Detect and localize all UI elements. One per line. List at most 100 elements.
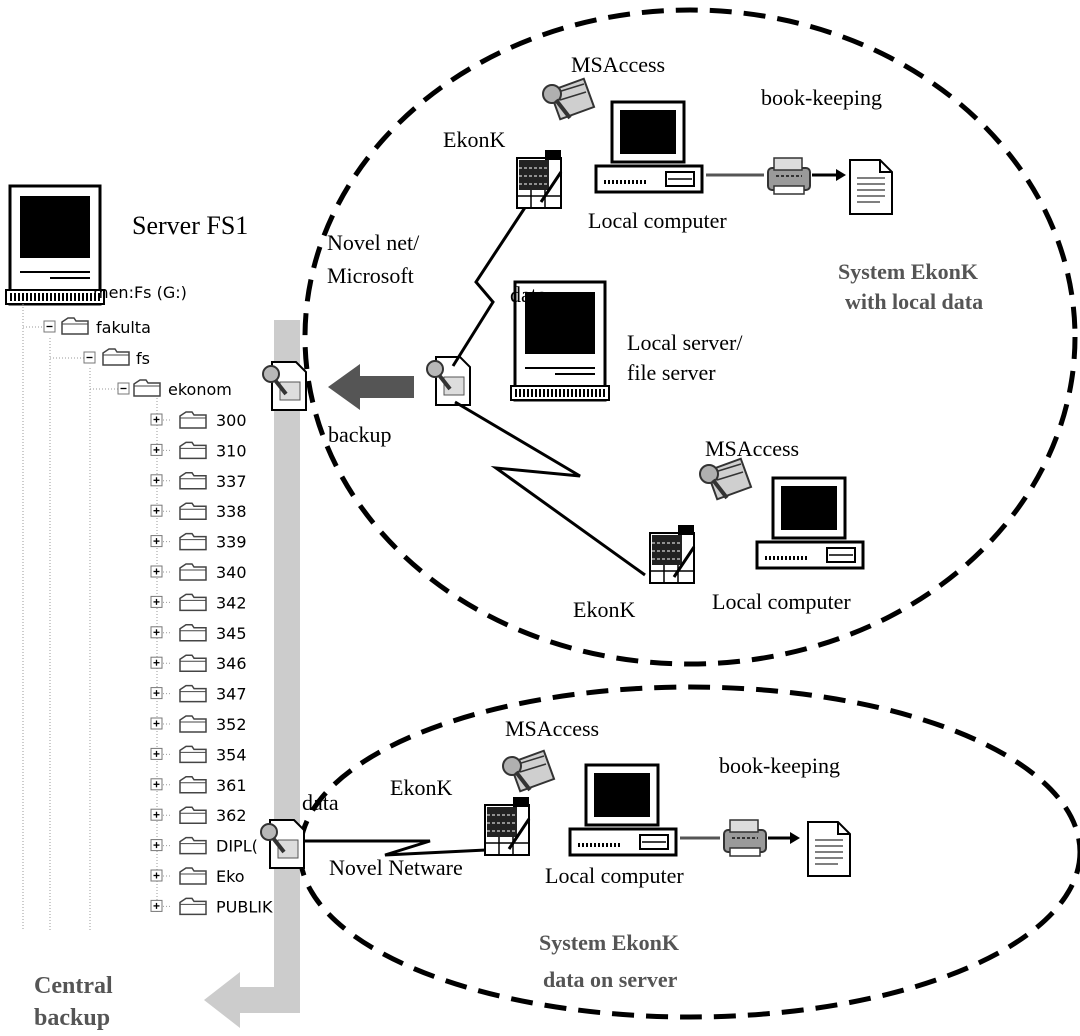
folder-label[interactable]: 354 [216,745,247,764]
folder-icon [179,563,207,581]
msaccess-mid-label: MSAccess [705,436,799,461]
server-data-file-icon [259,818,306,870]
folder-row[interactable]: 347 [150,684,247,704]
folder-row[interactable]: 361 [150,776,247,795]
folder-icon [61,317,89,335]
folder-label[interactable]: 339 [216,533,247,552]
expand-button[interactable] [150,656,163,669]
server-fs1-icon [6,186,104,304]
system-local-boundary [302,7,1078,667]
folder-icon [179,836,207,855]
folder-label[interactable]: 362 [216,806,247,825]
bookkeeping-top-label: book-keeping [761,85,882,110]
ekonk-top-icon [515,148,563,210]
folder-row[interactable]: 310 [150,441,247,460]
printer-top-icon [767,157,811,195]
folder-row[interactable]: 352 [150,715,247,734]
local-computer-mid-label: Local computer [712,589,851,614]
folder-row[interactable]: 342 [150,593,247,612]
expand-button[interactable] [150,413,163,426]
folder-row[interactable]: DIPL( [150,836,258,856]
expand-button[interactable] [150,626,163,639]
data-lower-label: data [302,790,339,815]
central-backup-arrowhead [204,972,240,1028]
central-backup-pipe [240,320,300,1013]
expand-button[interactable] [150,899,163,913]
expand-button[interactable] [150,747,163,761]
expand-button[interactable] [150,717,163,730]
expand-button[interactable] [150,443,163,457]
expand-button[interactable] [150,808,163,821]
tree-ekonom[interactable]: ekonom [168,380,232,399]
expand-button[interactable] [150,534,163,548]
collapse-fakulta[interactable] [43,320,56,333]
folder-icon [133,379,161,397]
folder-label[interactable]: DIPL( [216,837,258,856]
expand-button[interactable] [150,686,163,700]
folder-icon [179,624,207,642]
ekonk-top-label: EkonK [443,127,505,152]
folder-row[interactable]: 345 [150,624,247,643]
expand-button[interactable] [150,474,163,487]
local-server-label-2: file server [627,360,716,385]
local-server-file-icon [425,355,472,407]
folder-label[interactable]: 342 [216,593,247,612]
folder-label[interactable]: 346 [216,654,247,673]
folder-row[interactable]: 354 [150,745,247,764]
expand-button[interactable] [150,504,163,517]
expand-button[interactable] [150,778,163,791]
drive-label: men:Fs (G:) [93,283,187,302]
expand-button[interactable] [150,565,163,578]
folder-row[interactable]: 337 [150,472,247,491]
expand-button[interactable] [150,869,163,882]
local-computer-mid-icon [755,476,865,570]
tree-fakulta[interactable]: fakulta [96,318,151,337]
folder-label[interactable]: 310 [216,441,247,460]
central-backup-label-2: backup [34,1005,110,1031]
folder-label[interactable]: 300 [216,411,247,430]
expand-button[interactable] [150,838,163,852]
connection-mid [454,400,646,577]
folder-label[interactable]: PUBLIK [216,897,273,916]
folder-row[interactable]: 338 [150,502,247,521]
folder-label[interactable]: 340 [216,563,247,582]
folder-label[interactable]: 361 [216,776,247,795]
folder-label[interactable]: 338 [216,502,247,521]
expand-button[interactable] [150,595,163,609]
folder-row[interactable]: 346 [150,654,247,673]
collapse-fs[interactable] [83,351,96,364]
local-computer-top-label: Local computer [588,208,727,233]
tree-fs[interactable]: fs [136,349,150,368]
folder-label[interactable]: Eko [216,867,245,886]
folder-icon [102,348,130,366]
folder-icon [179,684,207,703]
folder-label[interactable]: 337 [216,472,247,491]
folder-icon [179,776,207,794]
data-upper-label: data [510,282,547,307]
backup-arrow [328,364,414,410]
collapse-ekonom[interactable] [117,382,130,395]
novel-net-label-2: Microsoft [327,263,414,288]
folder-label[interactable]: 345 [216,624,247,643]
printer-bottom-icon [723,819,767,857]
folder-icon [179,472,207,490]
server-fs1-label: Server FS1 [132,211,248,240]
server-backup-file-icon [261,360,308,412]
folder-icon [179,532,207,551]
connection-bottom [300,839,487,857]
folder-icon [179,502,207,520]
local-computer-top-icon [594,100,704,194]
folder-row[interactable]: PUBLIK [150,897,273,916]
folder-row[interactable]: 339 [150,532,247,552]
msaccess-bottom-icon [501,748,557,794]
folder-label[interactable]: 347 [216,685,247,704]
folder-row[interactable]: 300 [150,411,247,430]
folder-label[interactable]: 352 [216,715,247,734]
folder-row[interactable]: 362 [150,806,247,825]
bookkeeping-bottom-label: book-keeping [719,753,840,778]
folder-row[interactable]: 340 [150,563,247,582]
folder-row[interactable]: Eko [150,867,245,886]
local-computer-bottom-icon [568,763,678,857]
